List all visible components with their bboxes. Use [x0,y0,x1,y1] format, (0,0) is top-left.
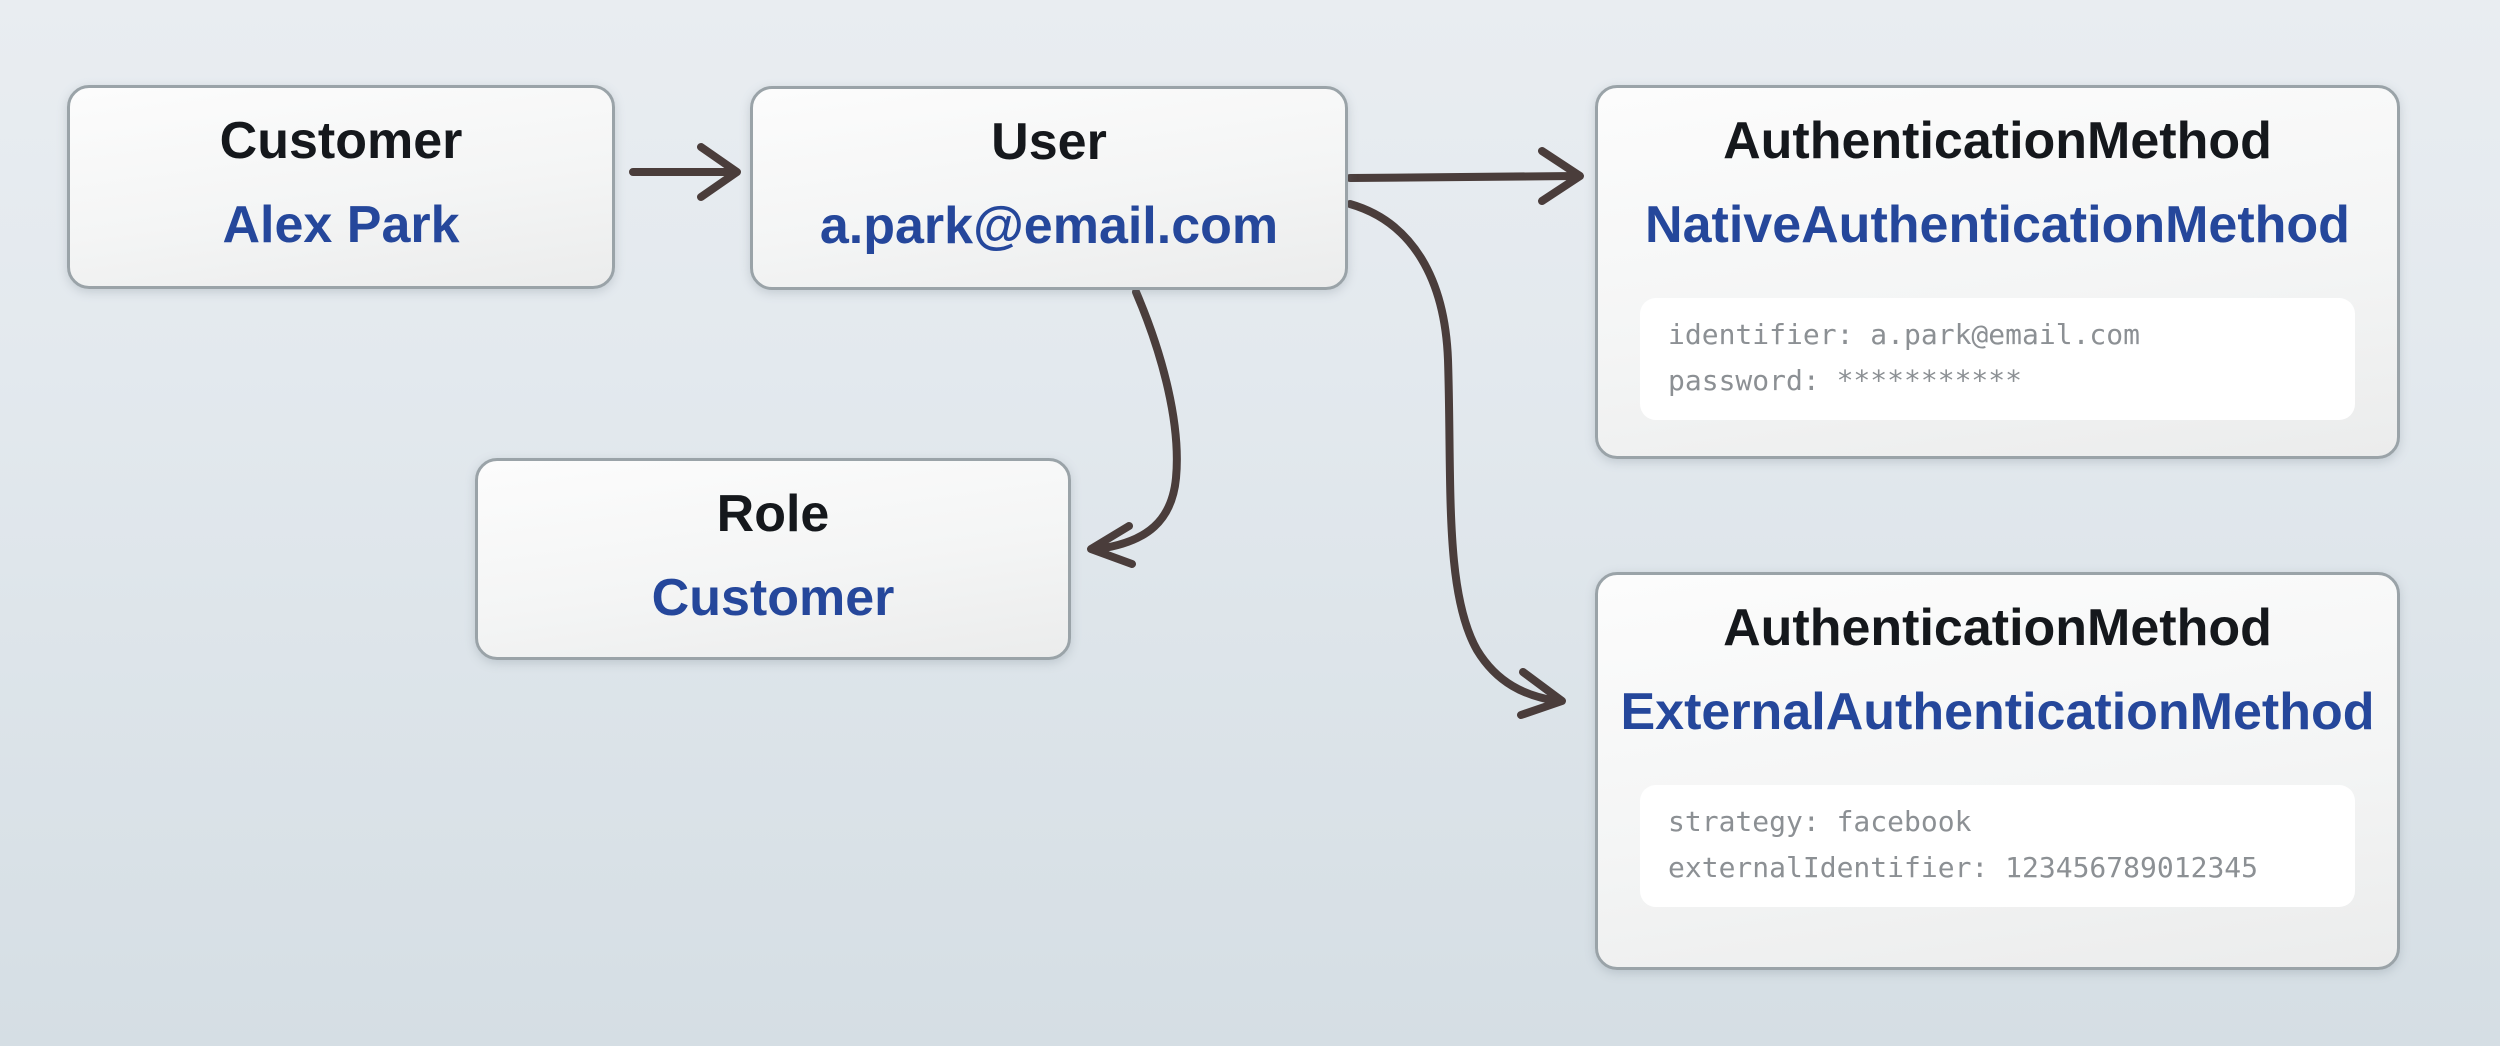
entity-customer-title: Customer [219,112,463,170]
native-auth-identifier: identifier: a.park@email.com [1668,318,2141,351]
external-auth-strategy: strategy: facebook [1668,805,1972,838]
entity-customer[interactable]: Customer Alex Park [67,85,615,289]
entity-customer-value: Alex Park [222,196,460,254]
entity-role[interactable]: Role Customer [475,458,1071,660]
external-auth-attribute-panel: strategy: facebook externalIdentifier: 1… [1640,785,2355,907]
entity-user[interactable]: User a.park@email.com [750,86,1348,290]
arrow-user-to-external-auth[interactable] [1346,200,1566,719]
arrow-customer-to-user[interactable] [629,143,741,201]
entity-external-auth-value: ExternalAuthenticationMethod [1620,683,2375,741]
entity-user-title: User [991,113,1107,171]
entity-native-auth-title: AuthenticationMethod [1723,112,2272,170]
entity-role-value: Customer [651,569,895,627]
entity-external-authentication-method[interactable]: AuthenticationMethod ExternalAuthenticat… [1595,572,2400,970]
native-auth-attribute-panel: identifier: a.park@email.com password: *… [1640,298,2355,420]
entity-native-auth-value: NativeAuthenticationMethod [1645,196,2350,254]
arrow-user-to-native-auth[interactable] [1346,147,1584,205]
entity-external-auth-title: AuthenticationMethod [1723,599,2272,657]
entity-user-value: a.park@email.com [819,197,1279,255]
native-auth-password: password: *********** [1668,364,2023,397]
external-auth-external-identifier: externalIdentifier: 123456789012345 [1668,851,2259,884]
arrow-user-to-role[interactable] [1087,288,1181,568]
entity-role-title: Role [716,485,830,543]
entity-native-authentication-method[interactable]: AuthenticationMethod NativeAuthenticatio… [1595,85,2400,459]
